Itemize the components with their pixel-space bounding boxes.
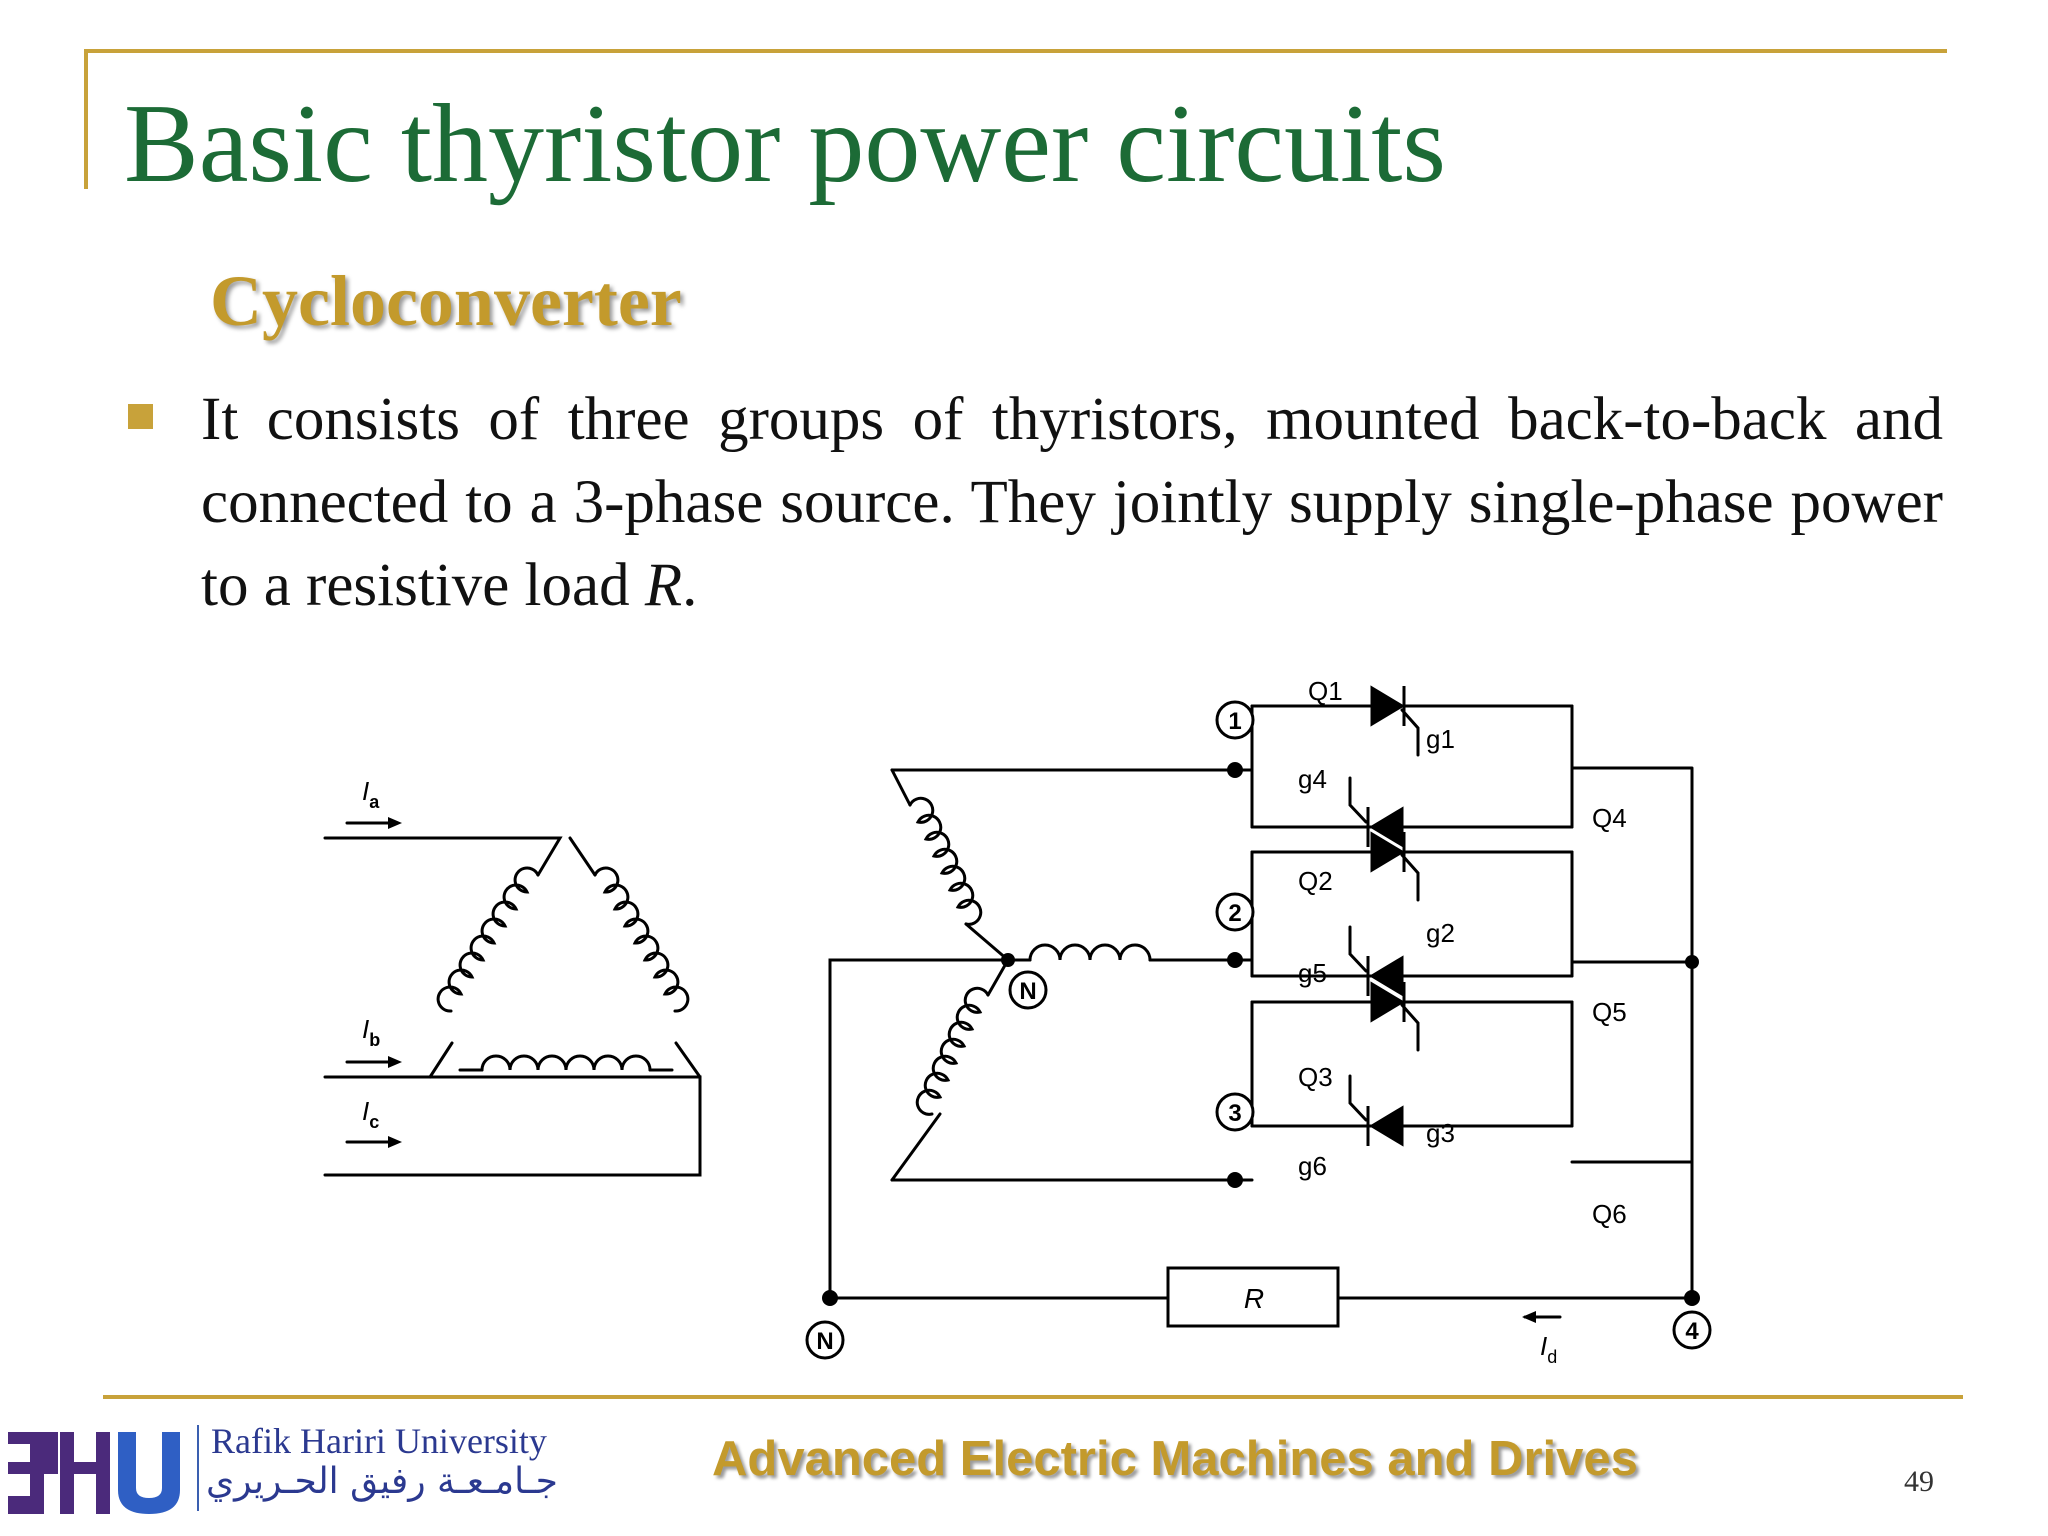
star-coil-middle	[1028, 943, 1152, 962]
label-g2: g2	[1426, 918, 1455, 948]
bullet-square-icon	[128, 404, 153, 429]
top-border-line	[84, 49, 1947, 53]
footer-divider	[103, 1395, 1963, 1399]
node-4-circle	[1672, 1310, 1712, 1350]
current-ib-label: Ib	[362, 1014, 380, 1050]
delta-coil-bottom	[480, 1054, 652, 1072]
delta-coil-right	[593, 866, 690, 1013]
label-g3: g3	[1426, 1118, 1455, 1148]
rhu-logo-icon	[8, 1432, 180, 1514]
star-coil-upper	[908, 796, 983, 926]
node-n-return-circle	[805, 1320, 845, 1360]
label-q6: Q6	[1592, 1199, 1627, 1229]
thyristor-q4	[1369, 806, 1404, 848]
node-n-star-circle	[1008, 970, 1048, 1010]
label-q2: Q2	[1298, 866, 1333, 896]
label-q5: Q5	[1592, 997, 1627, 1027]
label-g5: g5	[1298, 958, 1327, 988]
university-name-arabic: جـامـعـة رفيق الحـريري	[206, 1461, 558, 1502]
label-g1: g1	[1426, 724, 1455, 754]
current-ia-label: Ia	[362, 776, 380, 812]
bullet-paragraph: It consists of three groups of thyristor…	[201, 378, 1943, 627]
label-g4: g4	[1298, 764, 1327, 794]
current-id-label: Id	[1540, 1331, 1557, 1367]
node-2-circle	[1215, 892, 1255, 932]
node-4-label: 4	[1685, 1318, 1699, 1345]
label-q3: Q3	[1298, 1062, 1333, 1092]
node-3-circle	[1215, 1092, 1255, 1132]
cycloconverter-circuit-diagram: 1 2 3 4 N N Q1 Q2 Q3 Q4 Q5 Q6 g1 g2 g3 g…	[323, 676, 1712, 1367]
thyristor-q5	[1369, 955, 1404, 997]
label-q1: Q1	[1308, 676, 1343, 706]
delta-coil-left	[436, 866, 540, 1013]
label-q4: Q4	[1592, 803, 1627, 833]
logo-divider	[197, 1425, 199, 1511]
node-2-label: 2	[1228, 900, 1241, 927]
node-1-label: 1	[1228, 708, 1241, 735]
node-1-circle	[1215, 700, 1255, 740]
thyristor-q6	[1369, 1105, 1404, 1147]
load-label: R	[1244, 1283, 1264, 1314]
node-n-return-label: N	[816, 1328, 833, 1355]
slide-subtitle: Cycloconverter	[210, 261, 682, 341]
node-3-label: 3	[1228, 1100, 1241, 1127]
thyristor-q1	[1370, 685, 1405, 727]
bullet-text: It consists of three groups of thyristor…	[201, 386, 1943, 619]
slide-title: Basic thyristor power circuits	[124, 82, 1446, 206]
university-name-english: Rafik Hariri University	[211, 1421, 547, 1461]
left-border-line	[84, 49, 88, 189]
current-ic-label: Ic	[362, 1096, 379, 1132]
thyristor-q2	[1370, 831, 1405, 873]
page-number: 49	[1904, 1465, 1934, 1498]
bullet-text-period: .	[682, 552, 698, 619]
bullet-text-load-symbol: R	[644, 552, 683, 619]
node-n-star-label: N	[1019, 978, 1036, 1005]
star-coil-lower	[915, 986, 990, 1116]
thyristor-q3	[1370, 981, 1405, 1023]
course-title: Advanced Electric Machines and Drives	[712, 1432, 1638, 1486]
label-g6: g6	[1298, 1151, 1327, 1181]
